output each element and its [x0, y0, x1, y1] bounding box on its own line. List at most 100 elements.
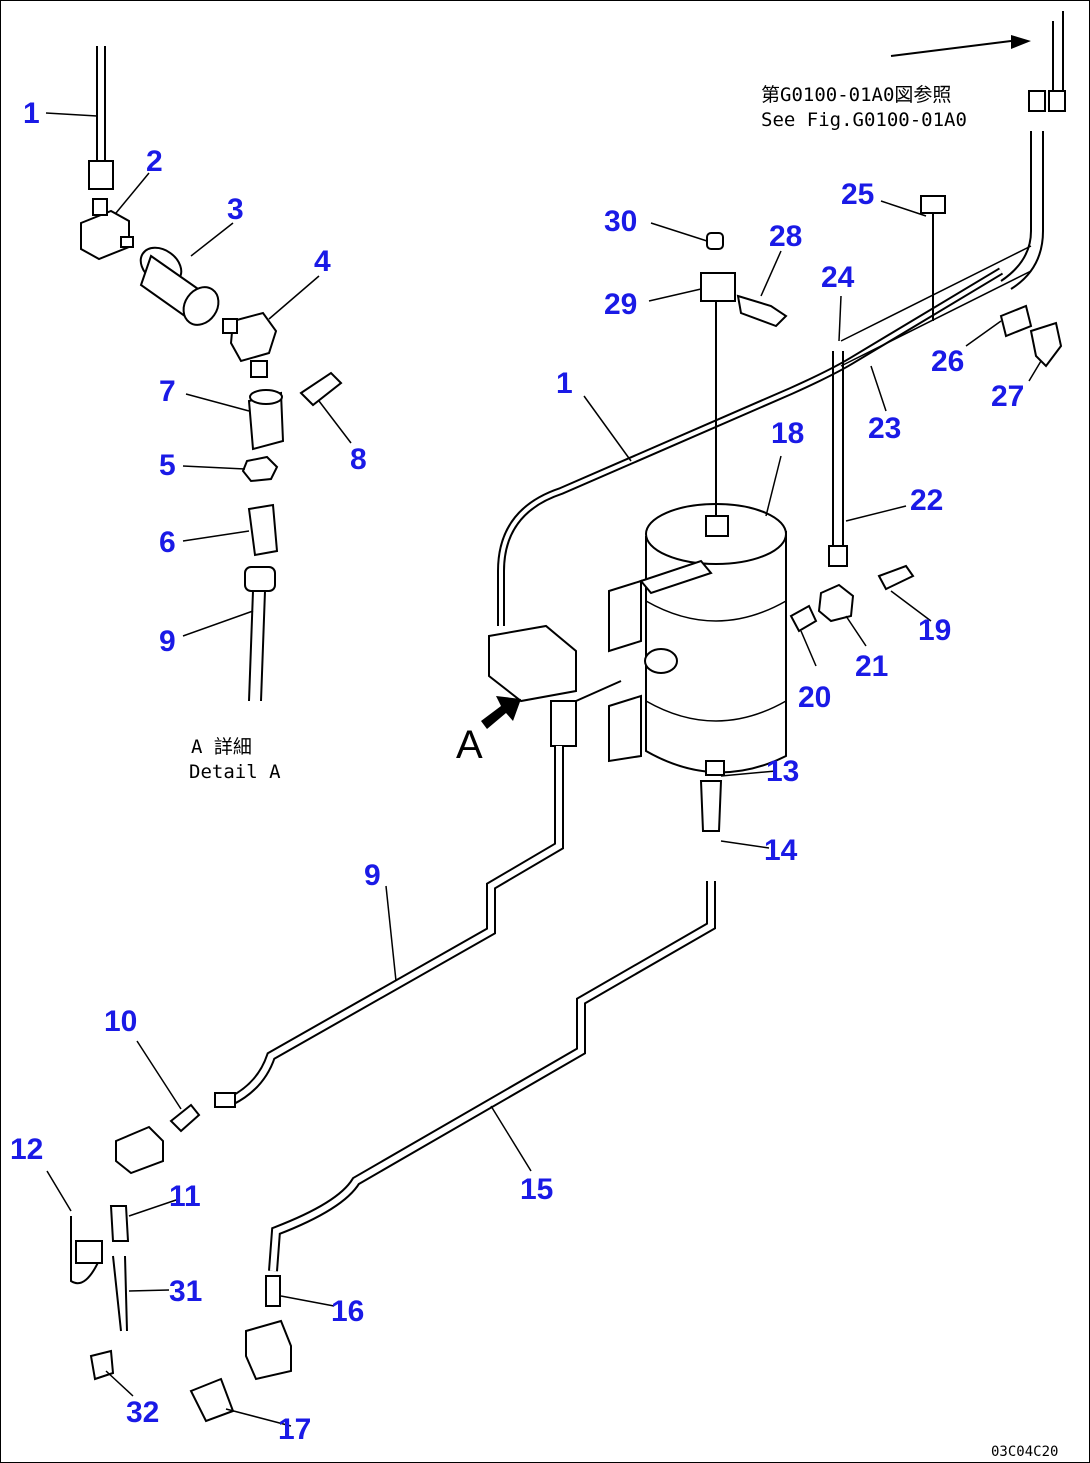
tank-side-port [644, 648, 678, 674]
callout-15: 15 [520, 1173, 553, 1206]
main-assembly [70, 11, 1066, 1423]
pipe-upper-right-a [1000, 131, 1044, 290]
fitting-8 [299, 371, 343, 407]
connector-16 [265, 1275, 281, 1307]
callout-31: 31 [169, 1275, 202, 1308]
callout-29: 29 [604, 288, 637, 321]
tank-bracket-upper [608, 579, 642, 653]
fitting-28 [736, 294, 788, 328]
detail-label-jp: A 詳細 [191, 736, 252, 758]
callout-26: 26 [931, 345, 964, 378]
detail-a-assembly [80, 46, 343, 702]
callout-32: 32 [126, 1396, 159, 1429]
valve-assembly-a [488, 624, 577, 703]
leader-lines [45, 112, 1042, 1427]
callout-5: 5 [159, 449, 176, 482]
callout-19: 19 [918, 614, 951, 647]
block-17 [245, 1319, 292, 1381]
elbow-4-inlet [222, 318, 238, 334]
callout-14: 14 [764, 834, 798, 867]
valve-3-end [182, 286, 220, 326]
callout-24: 24 [821, 261, 855, 294]
callout-22: 22 [910, 484, 943, 517]
callout-6: 6 [159, 526, 176, 559]
adapter-11 [109, 1205, 130, 1242]
fitting-20 [789, 604, 818, 633]
clamp-rail [840, 245, 1032, 367]
cap-12 [75, 1240, 103, 1264]
tee-21 [817, 583, 855, 623]
bolt-25-head [920, 195, 946, 214]
tank-top-port [705, 515, 729, 537]
block-2 [80, 209, 130, 261]
callout-21: 21 [855, 650, 888, 683]
block-29 [700, 272, 736, 302]
callout-1-main: 1 [556, 367, 573, 400]
drain-plug-13 [705, 760, 725, 776]
coupler-17 [189, 1377, 235, 1423]
upper-right-nut-b [1048, 90, 1066, 112]
tank-band-upper [645, 600, 787, 622]
upper-right-nut-a [1028, 90, 1046, 112]
fitting-10 [169, 1103, 201, 1133]
callout-4: 4 [314, 245, 331, 278]
view-a-label: A [456, 723, 483, 767]
callout-labels: 1 2 3 4 7 5 8 6 9 1 18 9 10 12 11 13 14 … [10, 97, 1024, 1446]
drawing-code: 03C04C20 [991, 1444, 1058, 1460]
block-11 [115, 1125, 164, 1175]
callout-12: 12 [10, 1133, 43, 1166]
valve-assembly-outlet [550, 700, 577, 747]
callout-13: 13 [766, 755, 799, 788]
tank-link [575, 680, 622, 702]
pipe-upper-right-b [1052, 11, 1064, 91]
callout-30: 30 [604, 205, 637, 238]
nut-5 [241, 455, 279, 483]
callout-28: 28 [769, 220, 802, 253]
bolt-27 [1029, 321, 1063, 368]
callout-9-main: 9 [364, 859, 381, 892]
reference-arrow-line [890, 40, 1012, 57]
callout-25: 25 [841, 178, 874, 211]
tee-7-top [249, 389, 283, 405]
callout-11: 11 [169, 1180, 201, 1213]
reference-arrow-head [1011, 35, 1031, 49]
tank-strap-upper [639, 559, 713, 595]
connector-6 [247, 503, 279, 557]
pipe-9-detail [248, 590, 266, 702]
callout-20: 20 [798, 681, 831, 714]
callout-7: 7 [159, 375, 176, 408]
callout-23: 23 [868, 412, 901, 445]
pipe-31 [112, 1255, 128, 1332]
plug-30 [706, 232, 724, 250]
drain-valve-14 [699, 780, 723, 832]
bolt-19 [877, 564, 915, 591]
reference-note-jp: 第G0100-01A0図参照 [761, 84, 951, 106]
block-2-side-port [120, 236, 134, 248]
reference-note-en: See Fig.G0100-01A0 [761, 109, 967, 131]
callout-8: 8 [350, 443, 367, 476]
callout-2: 2 [146, 145, 163, 178]
detail-label-en: Detail A [189, 761, 281, 783]
tank-band-lower [645, 700, 787, 722]
pipe-9-detail-nut [244, 566, 276, 592]
pipe-22-nut [828, 545, 848, 567]
callout-18: 18 [771, 417, 804, 450]
callout-16: 16 [331, 1295, 364, 1328]
callout-10: 10 [104, 1005, 137, 1038]
callout-1: 1 [23, 97, 40, 130]
pipe-15-main [268, 881, 716, 1272]
callout-3: 3 [227, 193, 244, 226]
callout-27: 27 [991, 380, 1024, 413]
callout-17: 17 [278, 1413, 311, 1446]
pipe-22 [832, 351, 844, 546]
callout-9: 9 [159, 625, 176, 658]
pipe-1-detail [96, 46, 106, 161]
clamp-26 [999, 304, 1033, 338]
block-2-port [92, 198, 108, 216]
view-a-arrow [481, 696, 521, 729]
pipe-9-end-nut [214, 1092, 236, 1108]
tank-bracket-lower [608, 694, 642, 763]
elbow-4-port [250, 360, 268, 378]
